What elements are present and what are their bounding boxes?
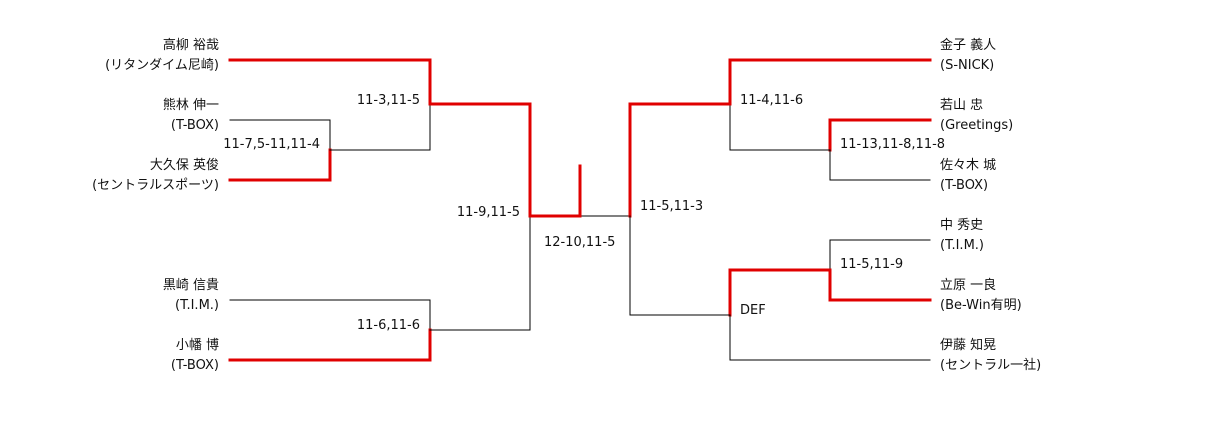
line-kumabayashi xyxy=(229,119,331,151)
player-name: 立原 一良 xyxy=(940,277,996,293)
line-naka xyxy=(829,239,931,271)
line-r-r1-bot-winner xyxy=(728,268,832,317)
line-kaneko-win xyxy=(728,58,932,106)
player-team: (セントラルスポーツ) xyxy=(92,178,219,193)
line-left-sf-top-win xyxy=(428,102,532,218)
player-team: (T.I.M.) xyxy=(175,298,219,313)
score-right-qf-top: 11-4,11-6 xyxy=(740,93,803,108)
line-r1-winner-to-qf xyxy=(329,103,431,151)
player-team: (T-BOX) xyxy=(940,178,988,193)
player-name: 伊藤 知晃 xyxy=(940,337,996,353)
score-final: 12-10,11-5 xyxy=(544,235,615,250)
line-sasaki xyxy=(829,149,931,181)
score-left-qf-top: 11-3,11-5 xyxy=(357,93,420,108)
player-team: (Greetings) xyxy=(940,118,1013,133)
player-name: 高柳 裕哉 xyxy=(163,37,219,53)
player-team: (Be-Win有明) xyxy=(940,298,1022,313)
line-r-r1-top-winner xyxy=(729,103,831,151)
line-right-sf-top-win xyxy=(628,102,732,218)
line-kurosaki xyxy=(229,299,431,331)
player-name: 若山 忠 xyxy=(940,97,983,113)
player-team: (T.I.M.) xyxy=(940,238,984,253)
player-name: 佐々木 城 xyxy=(940,158,996,173)
left-players: 高柳 裕哉 (リタンダイム尼崎) 熊林 伸一 (T-BOX) 大久保 英俊 (セ… xyxy=(92,37,219,373)
line-left-sf-bottom xyxy=(429,215,531,331)
player-name: 小幡 博 xyxy=(176,338,219,353)
player-name: 黒崎 信貴 xyxy=(163,278,219,293)
player-name: 大久保 英俊 xyxy=(150,158,219,173)
line-ito xyxy=(729,314,931,361)
score-left-semi: 11-9,11-5 xyxy=(457,205,520,220)
line-tachihara-win xyxy=(828,268,932,302)
right-players: 金子 義人 (S-NICK) 若山 忠 (Greetings) 佐々木 城 (T… xyxy=(940,37,1041,373)
line-takayanagi-win xyxy=(228,58,432,106)
player-team: (T-BOX) xyxy=(171,358,219,373)
line-obata-win xyxy=(228,328,432,362)
bracket-lines xyxy=(228,58,932,362)
score-right-qf-bottom: DEF xyxy=(740,303,766,318)
score-left-qf-bottom: 11-6,11-6 xyxy=(357,318,420,333)
line-okubo-win xyxy=(228,148,332,182)
score-right-r1-top: 11-13,11-8,11-8 xyxy=(840,137,945,152)
match-scores: 11-7,5-11,11-4 11-3,11-5 11-6,11-6 11-9,… xyxy=(223,93,945,333)
player-team: (リタンダイム尼崎) xyxy=(105,58,219,73)
player-name: 金子 義人 xyxy=(940,37,996,53)
player-name: 熊林 伸一 xyxy=(163,97,219,113)
score-right-r1-bottom: 11-5,11-9 xyxy=(840,257,903,272)
line-wakayama-win xyxy=(828,118,932,152)
score-left-r1: 11-7,5-11,11-4 xyxy=(223,137,320,152)
player-team: (T-BOX) xyxy=(171,118,219,133)
player-name: 中 秀史 xyxy=(940,218,983,233)
score-right-semi: 11-5,11-3 xyxy=(640,199,703,214)
line-right-sf-bottom xyxy=(629,215,731,316)
player-team: (S-NICK) xyxy=(940,58,994,73)
player-team: (セントラル一社) xyxy=(940,357,1041,373)
